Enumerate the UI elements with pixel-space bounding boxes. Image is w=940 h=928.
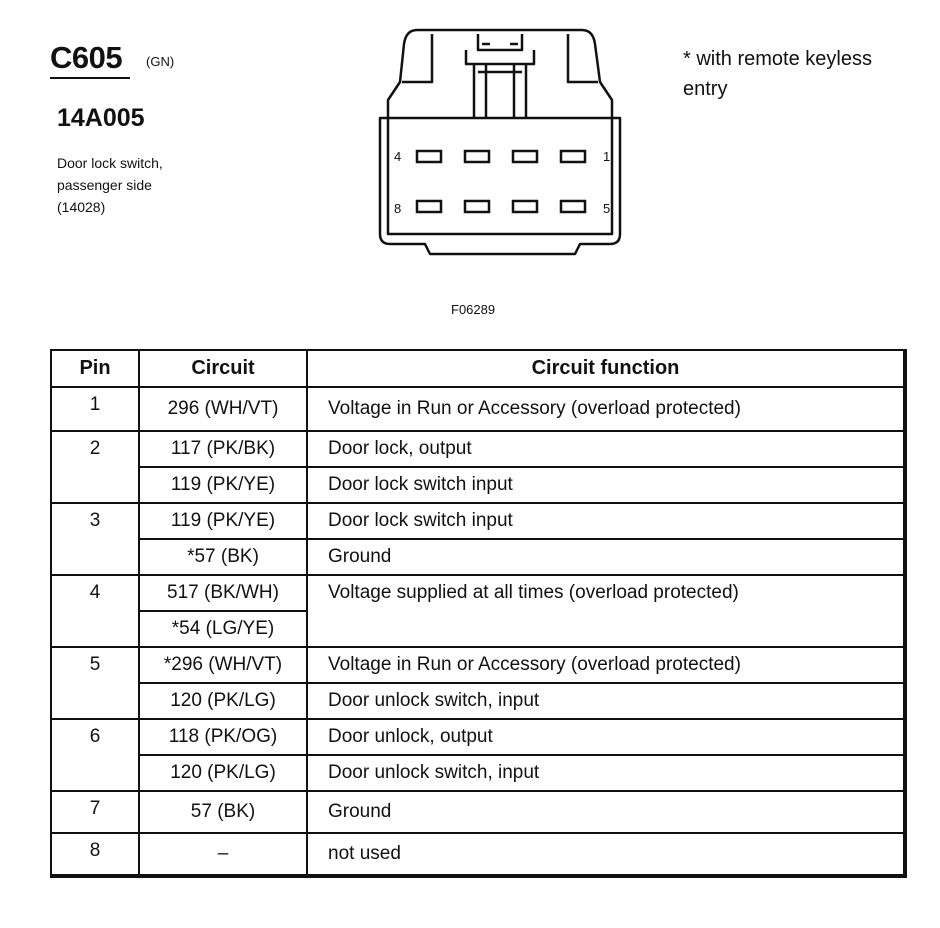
function-cell: Door unlock, output bbox=[306, 718, 906, 756]
circuit-cell: – bbox=[138, 832, 308, 877]
table-header-row: Pin Circuit Circuit function bbox=[50, 349, 906, 388]
circuit-cell: *57 (BK) bbox=[138, 538, 308, 576]
pin-cell: 6 bbox=[50, 718, 140, 792]
function-cell: Door unlock switch, input bbox=[306, 754, 906, 792]
table-row: *57 (BK) Ground bbox=[51, 538, 906, 576]
pinout-table: Pin Circuit Circuit function 1 296 (WH/V… bbox=[50, 349, 907, 878]
pin-cell: 1 bbox=[50, 386, 140, 432]
header-function: Circuit function bbox=[306, 349, 906, 388]
pin-cell: 5 bbox=[50, 646, 140, 720]
table-row: 6 118 (PK/OG) Door unlock, output bbox=[50, 718, 906, 792]
circuit-cell: 120 (PK/LG) bbox=[138, 682, 308, 720]
table-row: 3 119 (PK/YE) Door lock switch input bbox=[50, 502, 906, 576]
table-row: 1 296 (WH/VT) Voltage in Run or Accessor… bbox=[50, 386, 906, 432]
description-line: (14028) bbox=[57, 199, 106, 215]
connector-color: (GN) bbox=[146, 54, 175, 69]
pin-cell: 7 bbox=[50, 790, 140, 834]
header-pin: Pin bbox=[50, 349, 140, 388]
part-number: 14A005 bbox=[57, 104, 145, 132]
function-cell: Door lock switch input bbox=[306, 502, 906, 540]
circuit-cell: *296 (WH/VT) bbox=[138, 646, 308, 684]
circuit-cell: 57 (BK) bbox=[138, 790, 308, 834]
pin-cell: 8 bbox=[50, 832, 140, 877]
function-cell: Ground bbox=[306, 790, 906, 834]
pin-label-8: 8 bbox=[394, 201, 401, 216]
circuit-cell: 118 (PK/OG) bbox=[138, 718, 308, 756]
connector-id-underline bbox=[50, 77, 130, 79]
function-cell: Door lock switch input bbox=[306, 466, 906, 504]
table-row: 5 *296 (WH/VT) Voltage in Run or Accesso… bbox=[50, 646, 906, 720]
circuit-cell: 117 (PK/BK) bbox=[138, 430, 308, 468]
connector-id: C605 bbox=[50, 40, 123, 75]
pin-label-4: 4 bbox=[394, 149, 401, 164]
pin-cell: 2 bbox=[50, 430, 140, 504]
description-line: Door lock switch, bbox=[57, 155, 163, 171]
circuit-cell: 120 (PK/LG) bbox=[138, 754, 308, 792]
footnote-line: entry bbox=[683, 78, 728, 100]
table-row: 120 (PK/LG) Door unlock switch, input bbox=[51, 754, 906, 792]
circuit-cell: 119 (PK/YE) bbox=[138, 466, 308, 504]
table-row: 8 – not used bbox=[50, 832, 906, 877]
function-cell: Door lock, output bbox=[306, 430, 906, 468]
footnote: * with remote keyless entry bbox=[683, 44, 872, 104]
description-line: passenger side bbox=[57, 177, 152, 193]
footnote-line: * with remote keyless bbox=[683, 48, 872, 70]
header-circuit: Circuit bbox=[138, 349, 308, 388]
pin-cell: 4 bbox=[50, 574, 140, 648]
table-row: 120 (PK/LG) Door unlock switch, input bbox=[51, 682, 906, 720]
table-row: *54 (LG/YE) bbox=[51, 610, 905, 648]
function-cell: Ground bbox=[306, 538, 906, 576]
function-cell: Voltage supplied at all times (overload … bbox=[306, 574, 906, 648]
circuit-cell: 517 (BK/WH) bbox=[138, 574, 308, 612]
pin-label-5: 5 bbox=[603, 201, 610, 216]
table-row: 119 (PK/YE) Door lock switch input bbox=[51, 466, 906, 504]
connector-description: Door lock switch, passenger side (14028) bbox=[57, 152, 163, 218]
function-cell: Door unlock switch, input bbox=[306, 682, 906, 720]
function-cell: not used bbox=[306, 832, 906, 877]
circuit-cell: *54 (LG/YE) bbox=[138, 610, 308, 648]
pin-cell: 3 bbox=[50, 502, 140, 576]
circuit-cell: 119 (PK/YE) bbox=[138, 502, 308, 540]
table-row: 7 57 (BK) Ground bbox=[50, 790, 906, 834]
function-cell: Voltage in Run or Accessory (overload pr… bbox=[306, 386, 906, 432]
table-row: 2 117 (PK/BK) Door lock, output bbox=[50, 430, 906, 504]
pin-label-1: 1 bbox=[603, 149, 610, 164]
figure-reference: F06289 bbox=[451, 302, 496, 317]
function-cell: Voltage in Run or Accessory (overload pr… bbox=[306, 646, 906, 684]
connector-face-diagram: 4 1 8 5 bbox=[378, 28, 622, 256]
circuit-cell: 296 (WH/VT) bbox=[138, 386, 308, 432]
table-row: 4 517 (BK/WH) Voltage supplied at all ti… bbox=[50, 574, 906, 648]
